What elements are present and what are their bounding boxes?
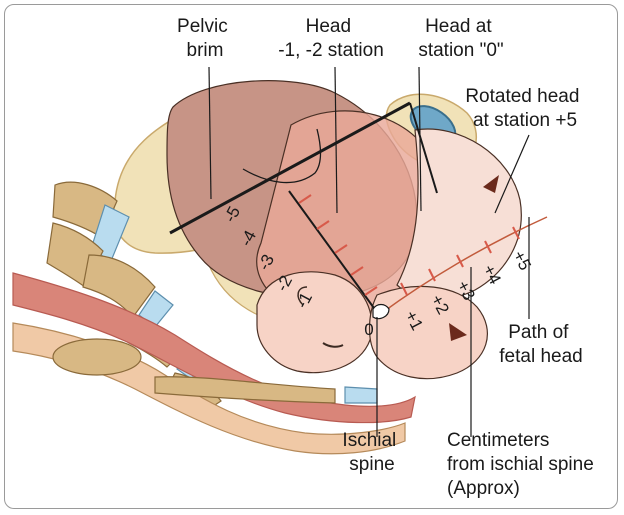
pelvis-diagram: -5 -4 -3 -2 -1 0 +1 +2 +3 +4 +5 Pelvic b… [5,5,618,509]
label-head-at-zero: Head at station "0" [418,16,503,61]
label-head-station: Head -1, -2 station [278,16,384,61]
figure-frame: -5 -4 -3 -2 -1 0 +1 +2 +3 +4 +5 Pelvic b… [4,4,618,509]
label-pelvic-brim: Pelvic brim [177,16,233,61]
label-rotated-head: Rotated head at station +5 [465,86,584,131]
label-centimeters: Centimeters from ischial spine (Approx) [447,430,599,499]
label-path-fetal-head: Path of fetal head [499,322,582,367]
station-label-zero: 0 [364,320,373,339]
